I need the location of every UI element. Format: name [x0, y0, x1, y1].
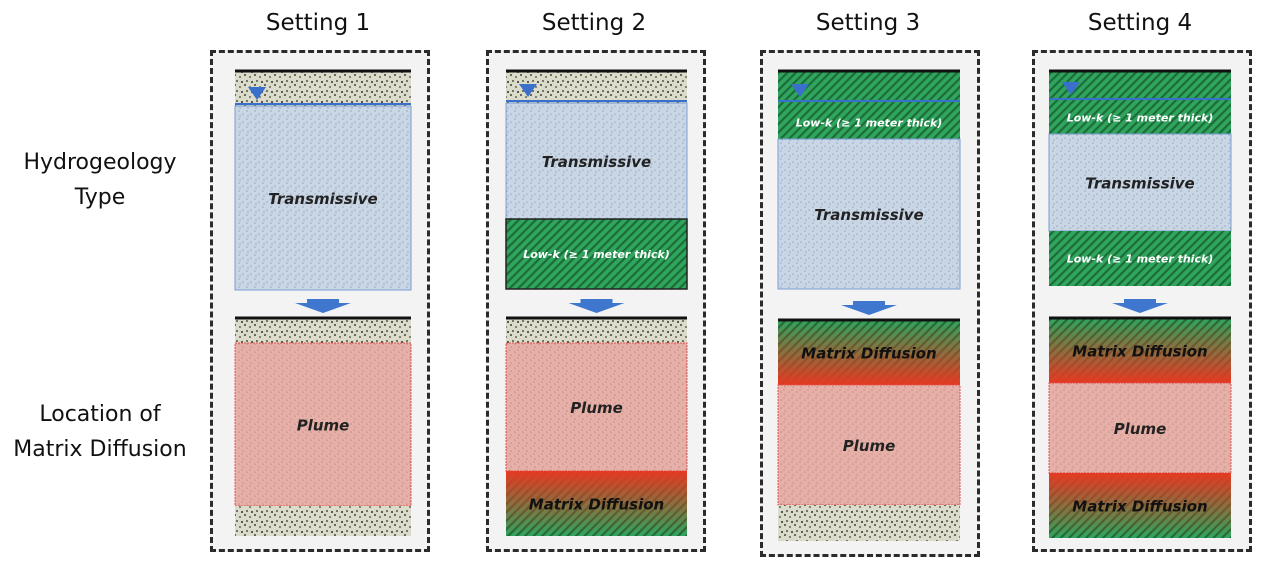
layer-gravel [506, 71, 687, 103]
layer-label: Plume [1114, 420, 1167, 438]
layer-label: Matrix Diffusion [1072, 343, 1207, 361]
setting-4-title: Setting 4 [1087, 10, 1193, 36]
layer-gravel [235, 506, 411, 536]
down-arrow-icon [568, 299, 625, 313]
layer-plume: Plume [505, 342, 688, 472]
layer-matrix-up: Matrix Diffusion [506, 471, 687, 536]
layer-label: Transmissive [814, 206, 923, 224]
layer-label: Plume [570, 399, 623, 417]
layer-lowk: Low-k (≥ 1 meter thick) [778, 106, 960, 139]
layer-transmissive: Transmissive [505, 102, 688, 220]
layer-gravel [235, 318, 411, 343]
layer-lowk: Low-k (≥ 1 meter thick) [505, 218, 688, 290]
down-arrow-icon [841, 301, 897, 315]
layer-transmissive: Transmissive [777, 138, 961, 290]
layer-label: Transmissive [268, 190, 377, 208]
layer-label: Matrix Diffusion [801, 345, 936, 363]
layer-label: Plume [843, 437, 896, 455]
layer-label: Low-k (≥ 1 meter thick) [523, 248, 670, 261]
layer-label: Matrix Diffusion [1072, 498, 1207, 516]
setting-4-diagram: Low-k (≥ 1 meter thick)TransmissiveLow-k… [1048, 69, 1232, 538]
layer-matrix-down: Matrix Diffusion [778, 320, 960, 385]
row-label-hydrogeology-type: Hydrogeology Type [0, 145, 200, 215]
down-arrow-icon [1112, 299, 1168, 313]
layer-matrix-up: Matrix Diffusion [1049, 473, 1231, 538]
layer-label: Matrix Diffusion [529, 496, 664, 514]
layer-plume: Plume [777, 384, 961, 506]
setting-1-title: Setting 1 [265, 10, 371, 36]
layer-lowk: Low-k (≥ 1 meter thick) [1049, 231, 1231, 286]
layer-plume: Plume [234, 342, 412, 507]
water-table-icon [248, 87, 266, 100]
water-table-icon [1062, 82, 1080, 95]
layer-plume: Plume [1048, 382, 1232, 474]
layer-transmissive: Transmissive [234, 105, 412, 291]
layer-lowk-top [1049, 71, 1231, 101]
layer-matrix-down: Matrix Diffusion [1049, 318, 1231, 383]
layer-label: Low-k (≥ 1 meter thick) [796, 117, 943, 130]
setting-2-title: Setting 2 [541, 10, 647, 36]
row-label-line: Type [74, 185, 126, 210]
row-label-line: Location of [39, 402, 161, 427]
layer-transmissive: Transmissive [1048, 133, 1232, 232]
row-label-line: Hydrogeology [23, 150, 177, 175]
layer-gravel [778, 505, 960, 541]
setting-3-diagram: Low-k (≥ 1 meter thick) TransmissiveMatri… [777, 69, 961, 541]
water-table-icon [791, 84, 809, 97]
row-label-line: Matrix Diffusion [13, 437, 187, 462]
layer-gravel [506, 318, 687, 343]
setting-3-title: Setting 3 [815, 10, 921, 36]
water-table-icon [519, 84, 537, 97]
layer-label: Low-k (≥ 1 meter thick) [1067, 253, 1214, 266]
layer-label: Plume [297, 417, 350, 435]
layer-label: Low-k (≥ 1 meter thick) [1067, 112, 1214, 125]
layer-lowk: Low-k (≥ 1 meter thick) [1049, 101, 1231, 134]
layer-label: Transmissive [1085, 175, 1194, 193]
layer-label: Transmissive [542, 153, 651, 171]
row-label-matrix-diffusion-location: Location of Matrix Diffusion [0, 397, 200, 467]
down-arrow-icon [295, 299, 351, 313]
